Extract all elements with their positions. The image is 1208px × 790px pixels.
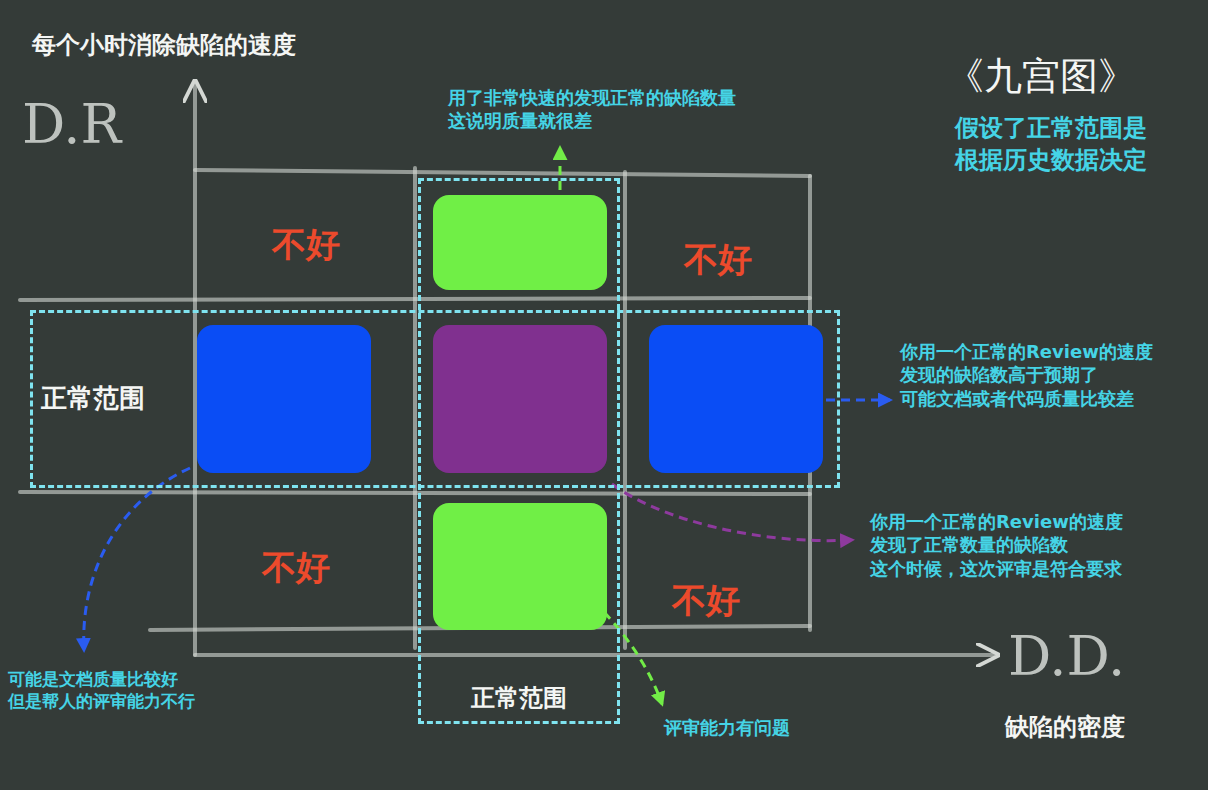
label-wrap: 不好: [262, 545, 330, 589]
green-cell: [433, 195, 607, 290]
annotation: 你用一个正常的Review的速度 发现的缺陷数高于预期了 可能文档或者代码质量比…: [900, 340, 1153, 410]
text-line: 缺陷的密度: [1005, 712, 1125, 743]
leader-arrow: [604, 612, 662, 704]
label-wrap: 不好: [672, 578, 740, 622]
text-line: 《九宫图》: [946, 54, 1136, 100]
label-wrap: 假设了正常范围是 根据历史数据决定: [955, 112, 1147, 177]
text-line: 你用一个正常的Review的速度: [900, 340, 1153, 363]
label-wrap: 用了非常快速的发现正常的缺陷数量 这说明质量就很差: [448, 86, 736, 133]
label-wrap: D.R: [22, 90, 121, 160]
text-line: 假设了正常范围是: [955, 112, 1147, 144]
text-line: 不好: [672, 578, 740, 622]
assumption-note: 假设了正常范围是 根据历史数据决定: [955, 112, 1147, 177]
label-wrap: 每个小时消除缺陷的速度: [32, 30, 296, 61]
bad-mark: 不好: [684, 237, 752, 281]
text-line: 可能是文档质量比较好: [8, 668, 195, 690]
text-line: 不好: [262, 545, 330, 589]
text-line: D.D.: [1008, 622, 1125, 692]
annotation: 可能是文档质量比较好 但是帮人的评审能力不行: [8, 668, 195, 712]
title-wrap: 《九宫图》: [946, 54, 1136, 100]
chalk-axis-name: D.R: [22, 90, 121, 160]
normal-range-band: 正常范围: [418, 178, 620, 724]
leader-arrow: [826, 399, 890, 402]
grid-line: [413, 168, 417, 648]
label-wrap: 你用一个正常的Review的速度 发现的缺陷数高于预期了 可能文档或者代码质量比…: [900, 340, 1153, 410]
text-line: 这个时候，这次评审是符合要求: [870, 557, 1123, 580]
text-line: 不好: [272, 222, 340, 266]
leader-arrow: [612, 484, 852, 541]
text-line: 发现的缺陷数高于预期了: [900, 363, 1153, 386]
label-wrap: 可能是文档质量比较好 但是帮人的评审能力不行: [8, 668, 195, 712]
leader-arrow: [84, 468, 190, 650]
text-line: 每个小时消除缺陷的速度: [32, 30, 296, 61]
text-line: 这说明质量就很差: [448, 109, 736, 132]
label-wrap: 你用一个正常的Review的速度 发现了正常数量的缺陷数 这个时候，这次评审是符…: [870, 510, 1123, 580]
band-label: 正常范围: [471, 684, 567, 713]
text-line: 根据历史数据决定: [955, 144, 1147, 176]
label-wrap: 不好: [684, 237, 752, 281]
bad-mark: 不好: [262, 545, 330, 589]
label-wrap: 不好: [272, 222, 340, 266]
purple-cell: [433, 325, 607, 473]
grid-line: [623, 172, 627, 648]
label-wrap: 缺陷的密度: [1005, 712, 1125, 743]
label-wrap: 评审能力有问题: [664, 716, 790, 739]
text-line: 发现了正常数量的缺陷数: [870, 533, 1123, 556]
text-line: 你用一个正常的Review的速度: [870, 510, 1123, 533]
text-line: 正常范围: [471, 684, 567, 713]
x-axis: [195, 653, 995, 657]
text-line: 但是帮人的评审能力不行: [8, 690, 195, 712]
blue-cell: [649, 325, 823, 473]
text-line: 用了非常快速的发现正常的缺陷数量: [448, 86, 736, 109]
band-label: 正常范围: [41, 383, 145, 414]
leader-arrow: [559, 148, 562, 190]
annotation: 用了非常快速的发现正常的缺陷数量 这说明质量就很差: [448, 86, 736, 133]
grid-line: [195, 170, 810, 176]
axis-label: 缺陷的密度: [1005, 712, 1125, 743]
annotation: 你用一个正常的Review的速度 发现了正常数量的缺陷数 这个时候，这次评审是符…: [870, 510, 1123, 580]
normal-range-band: 正常范围: [30, 310, 840, 488]
text-line: 不好: [684, 237, 752, 281]
text-line: 正常范围: [41, 383, 145, 414]
chalk-axis-name: D.D.: [1008, 622, 1125, 692]
text-line: 可能文档或者代码质量比较差: [900, 387, 1153, 410]
axis-label: 每个小时消除缺陷的速度: [32, 30, 296, 61]
label-wrap: D.D.: [1008, 622, 1125, 692]
green-cell: [433, 503, 607, 630]
text-line: D.R: [22, 90, 121, 160]
bad-mark: 不好: [672, 578, 740, 622]
chalk-grid: [20, 84, 995, 655]
annotation: 评审能力有问题: [664, 716, 790, 739]
text-line: 评审能力有问题: [664, 716, 790, 739]
blue-cell: [197, 325, 371, 473]
bad-mark: 不好: [272, 222, 340, 266]
diagram-title: 《九宫图》: [946, 54, 1136, 100]
